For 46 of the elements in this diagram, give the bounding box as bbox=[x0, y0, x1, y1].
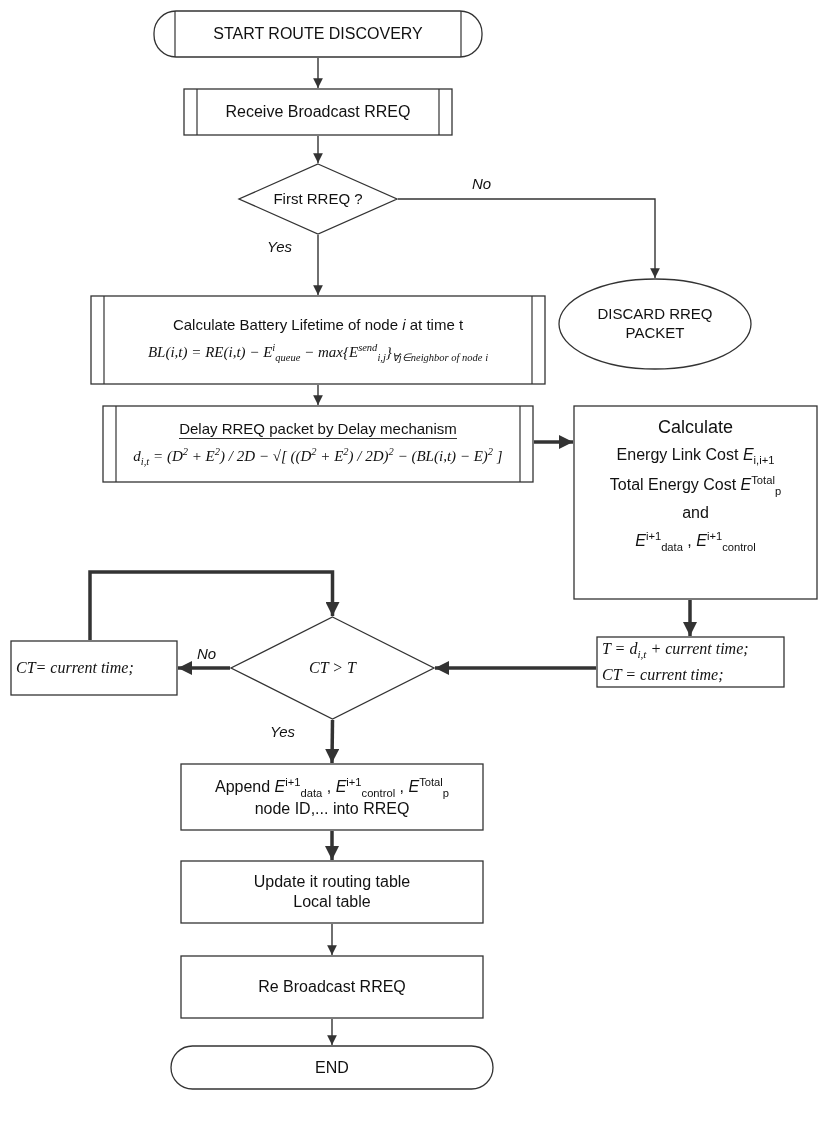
arrow bbox=[534, 435, 573, 449]
arrow bbox=[325, 720, 340, 763]
arrow bbox=[313, 57, 323, 89]
predefined-process-box bbox=[90, 295, 546, 385]
formula: d$_{i,t}$ = (D$^{2}$ + E$^{2}$) / 2D − √[ ((D$^{2}$ + E$^{2}$) / 2D)$^{2}$ − (BL(i,t) − E)$^{2}$ ] bbox=[133, 445, 503, 469]
arrow bbox=[327, 1018, 337, 1046]
node-text: T = d$_{i,t}$ + current time; bbox=[602, 638, 749, 662]
predefined-process-box bbox=[183, 88, 453, 136]
node-text: Calculate bbox=[657, 416, 733, 439]
arrow bbox=[88, 570, 340, 640]
process-box bbox=[596, 636, 785, 688]
process-box bbox=[180, 955, 484, 1019]
node-text: Energy Link Cost E$_{i,i+1}$ bbox=[616, 444, 775, 467]
process-box bbox=[10, 640, 178, 696]
node-text: END bbox=[315, 1057, 349, 1078]
node-text: START ROUTE DISCOVERY bbox=[213, 24, 423, 44]
decision-diamond bbox=[230, 616, 435, 720]
process-box bbox=[180, 763, 484, 831]
arrow bbox=[313, 135, 323, 164]
node-text: Calculate Battery Lifetime of node i at time t bbox=[172, 316, 464, 335]
node-text: Re Broadcast RREQ bbox=[258, 977, 406, 997]
terminal-box bbox=[153, 10, 483, 58]
node-text: and bbox=[682, 503, 709, 524]
node-text: DISCARD RREQ PACKET bbox=[596, 305, 714, 343]
arrow bbox=[313, 234, 323, 296]
node-text: CT= current time; bbox=[16, 658, 134, 678]
arrow bbox=[325, 831, 339, 860]
arrow bbox=[313, 384, 323, 406]
node-text: CT = current time; bbox=[602, 665, 724, 686]
node-text: CT > T bbox=[309, 658, 356, 678]
end-ellipse bbox=[558, 278, 752, 370]
arrow bbox=[435, 661, 596, 675]
arrow bbox=[397, 198, 660, 279]
node-text: First RREQ ? bbox=[272, 189, 364, 209]
decision-diamond bbox=[238, 163, 398, 235]
predefined-process-box bbox=[102, 405, 534, 483]
node-text: Update it routing table Local table bbox=[252, 872, 412, 912]
process-box bbox=[573, 405, 818, 600]
arrow bbox=[683, 600, 697, 636]
arrow bbox=[178, 661, 230, 675]
formula: BL(i,t) = RE(i,t) − E$^{i}$$_{queue}$ − max{E$^{send}$$_{i,j}$}$_{∀j∈neighbor of node i}$ bbox=[147, 340, 489, 364]
arrow bbox=[327, 923, 337, 956]
node-text: Delay RREQ packet by Delay mechanism bbox=[179, 419, 457, 440]
terminal-box bbox=[170, 1045, 494, 1090]
process-box bbox=[180, 860, 484, 924]
node-text: Receive Broadcast RREQ bbox=[225, 102, 411, 122]
